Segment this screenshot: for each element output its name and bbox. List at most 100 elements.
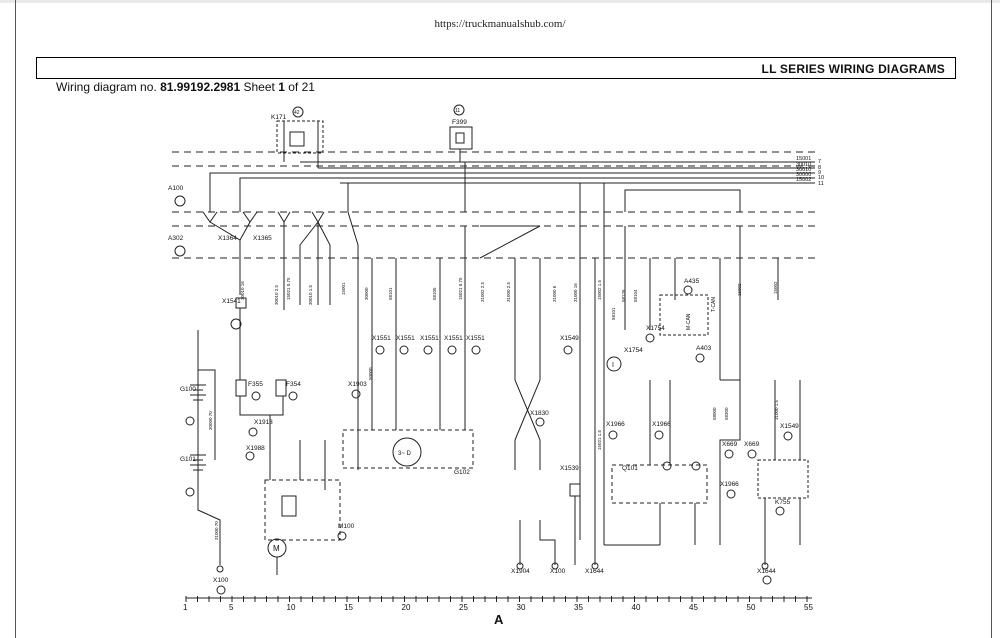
svg-text:58104: 58104 [633, 289, 638, 302]
svg-text:G102: G102 [454, 469, 470, 476]
bus-label: 30000 [796, 172, 811, 178]
f399-fuse: 11 F399 [449, 104, 473, 162]
svg-text:X1966: X1966 [606, 421, 625, 428]
svg-text:M100: M100 [338, 523, 355, 530]
title-bar: LL SERIES WIRING DIAGRAMS [36, 57, 956, 79]
svg-text:M: M [273, 544, 280, 553]
svg-text:58000: 58000 [712, 407, 717, 420]
subtitle-prefix: Wiring diagram no. [56, 80, 157, 94]
svg-text:30010 2.5: 30010 2.5 [274, 284, 279, 305]
svg-text:15001: 15001 [341, 282, 346, 295]
ruler-label: 50 [747, 603, 756, 612]
svg-text:X1644: X1644 [757, 568, 776, 575]
svg-text:Q101: Q101 [622, 465, 638, 472]
svg-text:15002: 15002 [773, 281, 778, 294]
ruler-label: 55 [804, 603, 813, 612]
svg-text:X1830: X1830 [530, 410, 549, 417]
svg-text:15002 1.5: 15002 1.5 [597, 279, 602, 300]
source-url: https://truckmanualshub.com/ [434, 18, 566, 30]
svg-text:X1966: X1966 [652, 421, 671, 428]
svg-text:58126: 58126 [621, 289, 626, 302]
svg-text:15021 1.5: 15021 1.5 [597, 429, 602, 450]
svg-text:F354: F354 [286, 381, 301, 388]
ruler-label: 10 [287, 603, 296, 612]
alternator-group: X1903 X1551 X1551 X1551 X1551 X1551 3~ D… [342, 226, 485, 476]
svg-text:X1551: X1551 [396, 335, 415, 342]
starter-motor: M M100 [240, 414, 355, 575]
svg-text:58300: 58300 [724, 407, 729, 420]
ruler-label: 30 [517, 603, 526, 612]
bus-number: 11 [818, 181, 824, 187]
q101-group: X1966 X1966 Q101 X1966 X669 X669 [603, 360, 760, 546]
svg-text:58101: 58101 [388, 287, 393, 300]
a100-label: A100 [168, 185, 184, 192]
ruler-label: 20 [402, 603, 411, 612]
svg-text:X669: X669 [722, 441, 738, 448]
ruler-label: 15 [344, 603, 353, 612]
svg-text:M-CAN: M-CAN [686, 313, 692, 330]
ruler-label: 45 [689, 603, 698, 612]
bus-number: 8 [818, 165, 821, 171]
svg-text:15021 0.75: 15021 0.75 [286, 277, 291, 300]
sheet-word: Sheet [243, 80, 275, 94]
svg-text:15021 0.75: 15021 0.75 [458, 277, 463, 300]
svg-text:T-CAN: T-CAN [711, 297, 717, 312]
svg-text:30010 16: 30010 16 [240, 281, 245, 300]
sheet-total: of 21 [288, 80, 315, 94]
svg-text:58101: 58101 [611, 307, 616, 320]
svg-text:K171: K171 [271, 114, 287, 121]
svg-text:X669: X669 [744, 441, 760, 448]
svg-text:X1754: X1754 [646, 325, 665, 332]
svg-text:X1966: X1966 [720, 481, 739, 488]
bus-lines [209, 161, 815, 360]
page-frame [15, 0, 992, 638]
svg-text:G100: G100 [180, 386, 196, 393]
svg-text:31000 1.5: 31000 1.5 [774, 399, 779, 420]
svg-text:A403: A403 [696, 345, 712, 352]
a302-label: A302 [168, 235, 184, 242]
x1754-group: I X1754 X1754 A435 M-CAN T-CAN A403 [606, 226, 741, 380]
svg-text:X1549: X1549 [560, 335, 579, 342]
svg-text:31000 70: 31000 70 [214, 521, 219, 540]
svg-text:31000 2.5: 31000 2.5 [506, 281, 511, 302]
svg-text:30000 70: 30000 70 [208, 411, 213, 430]
svg-text:31000 16: 31000 16 [573, 283, 578, 302]
svg-text:11: 11 [455, 108, 460, 114]
zone-label: A [494, 612, 504, 627]
sheet-number: 1 [278, 80, 285, 94]
svg-text:G101: G101 [180, 456, 196, 463]
connectors-top-left: X1364 X1365 [202, 211, 359, 310]
diagram-subtitle: Wiring diagram no. 81.99192.2981 Sheet 1… [56, 80, 315, 94]
svg-text:X1541: X1541 [222, 298, 241, 305]
svg-text:F399: F399 [452, 119, 467, 126]
bus-tags: 15001 30010 30010 30000 15002 7 8 9 10 1… [796, 156, 824, 187]
bus-label: 15002 [796, 177, 811, 183]
svg-text:X100: X100 [213, 577, 229, 584]
document-title: LL SERIES WIRING DIAGRAMS [761, 62, 945, 76]
svg-text:X1551: X1551 [466, 335, 485, 342]
svg-text:50000: 50000 [368, 367, 373, 380]
k755-group: X1549 K755 X1644 [757, 258, 809, 585]
svg-text:42: 42 [294, 110, 300, 116]
batteries: G100 G101 X100 [180, 330, 229, 595]
svg-text:X1549: X1549 [780, 423, 799, 430]
svg-text:I: I [612, 362, 614, 369]
ruler-label: 5 [229, 603, 234, 612]
svg-text:30010 1.5: 30010 1.5 [308, 284, 313, 305]
svg-text:31000 6: 31000 6 [552, 285, 557, 302]
module-labels: A100 A302 [168, 185, 186, 257]
x1830-crossover: X1830 X1539 X1904 X100 X1644 X1549 [479, 212, 604, 575]
browser-edge [0, 0, 1000, 3]
svg-text:X1754: X1754 [624, 347, 643, 354]
svg-text:30000: 30000 [364, 287, 369, 300]
svg-text:15002: 15002 [737, 283, 742, 296]
svg-text:X1644: X1644 [585, 568, 604, 575]
svg-text:X1904: X1904 [511, 568, 530, 575]
svg-text:A435: A435 [684, 278, 700, 285]
svg-text:X100: X100 [550, 568, 566, 575]
bus-number: 10 [818, 175, 824, 181]
ruler-label: 25 [459, 603, 468, 612]
svg-text:X1364: X1364 [218, 235, 237, 242]
svg-text:31002 2.5: 31002 2.5 [480, 281, 485, 302]
